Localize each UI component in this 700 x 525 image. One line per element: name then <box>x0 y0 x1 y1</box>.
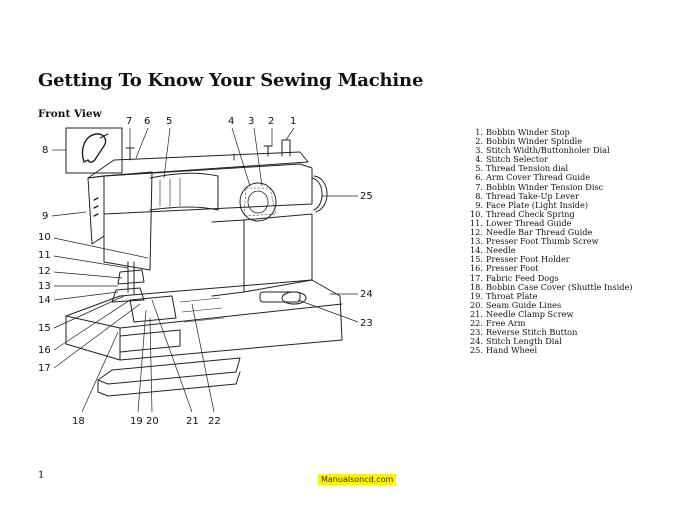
parts-list-item: 23.Reverse Stitch Button <box>469 327 578 338</box>
callout-10: 10 <box>38 232 51 243</box>
callout-2: 2 <box>268 116 274 127</box>
parts-list-item: 6.Arm Cover Thread Guide <box>475 172 591 183</box>
callout-22: 22 <box>208 416 221 427</box>
callout-5: 5 <box>166 116 172 127</box>
parts-list-item: 7.Bobbin Winder Tension Disc <box>475 181 604 192</box>
parts-list-item: 15.Presser Foot Holder <box>469 254 570 265</box>
callout-8: 8 <box>42 145 48 156</box>
parts-list-item: 20.Seam Guide Lines <box>469 299 562 310</box>
hand-wheel <box>311 177 323 211</box>
callout-3: 3 <box>248 116 254 127</box>
callout-16: 16 <box>38 345 51 356</box>
parts-list-item: 17.Fabric Feed Dogs <box>469 272 559 283</box>
parts-list-item: 9.Face Plate (Light Inside) <box>475 199 589 210</box>
leader-lines <box>51 127 359 413</box>
parts-list-item: 25.Hand Wheel <box>469 345 538 356</box>
parts-list: 1.Bobbin Winder Stop 2.Bobbin Winder Spi… <box>466 127 633 356</box>
callout-24: 24 <box>360 289 373 300</box>
parts-list-item: 11.Lower Thread Guide <box>469 217 572 228</box>
callout-17: 17 <box>38 363 51 374</box>
parts-list-item: 8.Thread Take-Up Lever <box>475 190 579 201</box>
callout-25: 25 <box>360 191 373 202</box>
parts-list-item: 4.Stitch Selector <box>475 154 548 165</box>
callout-23: 23 <box>360 318 373 329</box>
throat-plate <box>129 295 177 323</box>
callout-1: 1 <box>290 116 296 127</box>
callout-13: 13 <box>38 281 51 292</box>
callout-4: 4 <box>228 116 234 127</box>
machine-head <box>87 175 105 245</box>
stitch-length-dial <box>259 291 301 303</box>
watermark-link[interactable]: Manualsoncd.com <box>318 474 397 485</box>
callout-21: 21 <box>186 416 199 427</box>
parts-list-item: 22.Free Arm <box>469 317 526 328</box>
view-subtitle: Front View <box>38 108 102 120</box>
parts-list-item: 12.Needle Bar Thread Guide <box>469 227 593 238</box>
page-number: 1 <box>38 470 45 481</box>
callout-6: 6 <box>144 116 150 127</box>
parts-list-item: 10.Thread Check Spring <box>469 208 575 219</box>
take-up-lever-detail <box>81 133 107 163</box>
parts-list-item: 2.Bobbin Winder Spindle <box>475 136 583 147</box>
callout-7: 7 <box>126 116 132 127</box>
page-title: Getting To Know Your Sewing Machine <box>38 70 424 91</box>
parts-list-item: 3.Stitch Width/Buttonholer Dial <box>475 145 610 156</box>
machine-base <box>65 279 343 361</box>
parts-list-item: 14.Needle <box>469 245 516 256</box>
parts-list-item: 21.Needle Clamp Screw <box>469 308 574 319</box>
stitch-selector-dial <box>239 182 277 222</box>
callout-11: 11 <box>38 250 51 261</box>
parts-list-item: 1.Bobbin Winder Stop <box>475 127 570 137</box>
parts-list-item: 19.Throat Plate <box>469 290 538 301</box>
parts-list-item: 5.Thread Tension dial <box>475 163 569 174</box>
callout-19: 19 <box>130 416 143 427</box>
parts-list-item: 24.Stitch Length Dial <box>469 336 562 347</box>
parts-list-item: 13.Presser Foot Thumb Screw <box>469 236 599 247</box>
callout-18: 18 <box>72 416 85 427</box>
parts-list-item: 18.Bobbin Case Cover (Shuttle Inside) <box>469 281 633 292</box>
callout-9: 9 <box>42 211 48 222</box>
callout-15: 15 <box>38 323 51 334</box>
parts-list-item: 16.Presser Foot <box>469 263 539 274</box>
reverse-stitch-button <box>281 291 307 305</box>
callout-14: 14 <box>38 295 51 306</box>
machine-pillar <box>211 219 245 297</box>
callout-12: 12 <box>38 266 51 277</box>
inset-box <box>65 127 123 174</box>
callout-20: 20 <box>146 416 159 427</box>
